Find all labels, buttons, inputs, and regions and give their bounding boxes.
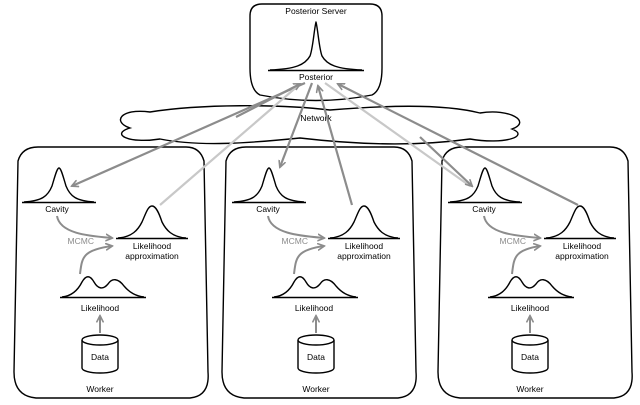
likelihood-label: Likelihood <box>81 303 120 313</box>
likelihood-approx-label-2: approximation <box>337 251 391 261</box>
cavity-curve <box>233 167 305 203</box>
server-box <box>249 3 383 102</box>
worker-label: Worker <box>86 384 113 394</box>
likelihood-curve <box>489 276 573 298</box>
arrow-likelihood-to-approx <box>293 246 324 275</box>
mcmc-label: MCMC <box>282 236 308 246</box>
worker-2-contents: Cavity MCMC Likelihood approximation Lik… <box>232 167 400 394</box>
server-title: Posterior Server <box>285 6 347 16</box>
likelihood-label: Likelihood <box>295 303 334 313</box>
cavity-label: Cavity <box>472 204 496 214</box>
likelihood-approx-curve <box>329 205 399 239</box>
network-label: Network <box>300 113 332 123</box>
arrow-cavity-to-approx <box>483 215 540 238</box>
cavity-curve <box>449 167 521 203</box>
likelihood-approx-label-2: approximation <box>555 251 609 261</box>
arrow-likelihood-to-approx <box>511 246 540 275</box>
worker-box <box>437 146 633 399</box>
arrow-posterior-to-cavity-3-head <box>419 136 472 186</box>
arrow-approx2-to-posterior <box>318 86 354 206</box>
worker-label: Worker <box>302 384 329 394</box>
data-label: Data <box>521 352 539 362</box>
network-cloud: Network <box>119 105 521 145</box>
likelihood-approx-label-1: Likelihood <box>563 241 602 251</box>
posterior-curve <box>269 21 363 71</box>
likelihood-curve <box>61 276 145 298</box>
data-cylinder: Data <box>297 334 335 374</box>
data-label: Data <box>307 352 325 362</box>
arrow-cavity-to-approx <box>267 215 324 238</box>
likelihood-approx-label-1: Likelihood <box>345 241 384 251</box>
worker-2 <box>221 146 417 399</box>
posterior-server: Posterior Server Posterior <box>249 3 383 102</box>
arrow-posterior-to-cavity-3 <box>324 82 471 187</box>
cavity-label: Cavity <box>45 204 69 214</box>
arrow-approx1-to-posterior-head <box>235 84 300 118</box>
mcmc-label: MCMC <box>68 236 94 246</box>
mcmc-label: MCMC <box>500 236 526 246</box>
worker-1 <box>13 146 209 399</box>
likelihood-approx-label-1: Likelihood <box>133 241 172 251</box>
likelihood-approx-curve <box>545 205 615 239</box>
worker-3 <box>437 146 633 399</box>
network-arrows <box>72 81 579 206</box>
worker-box <box>221 146 417 399</box>
likelihood-approx-curve <box>117 205 187 239</box>
arrow-approx1-to-posterior <box>159 83 301 206</box>
worker-3-contents: Cavity MCMC Likelihood approximation Lik… <box>448 167 616 394</box>
arrow-likelihood-to-approx <box>79 246 112 275</box>
worker-1-contents: Cavity MCMC Likelihood approximation Lik… <box>22 167 188 394</box>
data-cylinder: Data <box>81 334 119 374</box>
data-label: Data <box>91 352 109 362</box>
arrow-posterior-to-cavity-1 <box>72 81 306 186</box>
worker-label: Worker <box>516 384 543 394</box>
arrow-cavity-to-approx <box>56 215 112 238</box>
cavity-curve <box>23 167 95 203</box>
worker-box <box>13 146 209 399</box>
arrow-approx3-to-posterior <box>338 84 579 206</box>
cavity-label: Cavity <box>256 204 280 214</box>
posterior-label: Posterior <box>299 72 333 82</box>
data-cylinder: Data <box>511 334 549 374</box>
likelihood-curve <box>273 276 357 298</box>
arrow-posterior-to-cavity-2 <box>280 82 314 167</box>
likelihood-approx-label-2: approximation <box>125 251 179 261</box>
likelihood-label: Likelihood <box>511 303 550 313</box>
